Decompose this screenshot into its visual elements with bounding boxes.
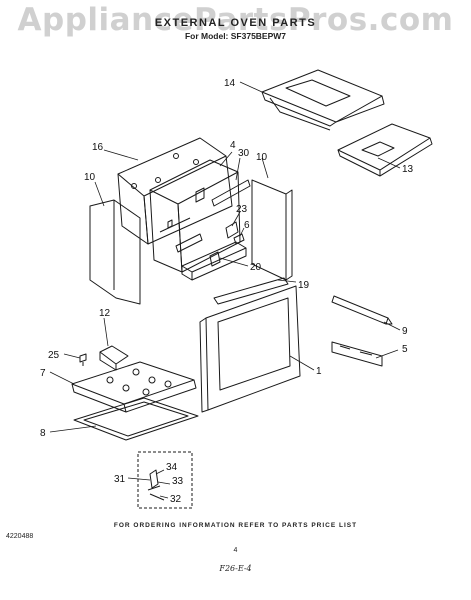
part-9-handle-strip <box>331 295 393 325</box>
model-line: For Model: SF375BEPW7 <box>184 31 287 41</box>
callout-12: 12 <box>99 308 111 319</box>
part-12-bracket <box>99 345 129 371</box>
part-16-rear-panel <box>117 137 233 245</box>
callout-1: 1 <box>316 366 322 377</box>
watermark: AppliancePartsPros.com <box>17 2 454 38</box>
part-31-igniter-kit <box>137 451 193 509</box>
document-number: 4220488 <box>6 533 34 540</box>
callout-34: 34 <box>166 462 178 473</box>
callout-30: 30 <box>238 148 250 159</box>
callout-23: 23 <box>236 204 248 215</box>
part-19-trim-strip <box>213 277 289 305</box>
part-25-screw <box>79 353 87 366</box>
callout-labels: 14 13 16 10 4 30 10 23 6 20 19 9 5 1 12 … <box>40 78 414 505</box>
ordering-note: FOR ORDERING INFORMATION REFER TO PARTS … <box>113 522 358 529</box>
part-10-right-side-panel <box>251 179 293 281</box>
part-13-lower-shield <box>337 123 433 177</box>
callout-33: 33 <box>172 476 184 487</box>
callout-9: 9 <box>402 326 408 337</box>
part-1-front-frame <box>199 285 301 413</box>
callout-19: 19 <box>298 280 310 291</box>
diagram-title: EXTERNAL OVEN PARTS <box>154 17 317 29</box>
callout-5: 5 <box>402 344 408 355</box>
callout-16: 16 <box>92 142 104 153</box>
callout-31: 31 <box>114 474 126 485</box>
callout-25: 25 <box>48 350 60 361</box>
part-5-hinge-bracket <box>331 341 383 367</box>
callout-32: 32 <box>170 494 182 505</box>
part-4-back-panel <box>149 159 241 273</box>
figure-reference: F26-E-4 <box>219 564 252 573</box>
part-30-bracket <box>211 179 251 207</box>
part-23-clip <box>225 221 239 239</box>
callout-20: 20 <box>250 262 262 273</box>
page-number: 4 <box>233 547 238 554</box>
part-20-channel <box>181 241 247 281</box>
callout-8: 8 <box>40 428 46 439</box>
callout-10-right: 10 <box>256 152 268 163</box>
callout-10-left: 10 <box>84 172 96 183</box>
part-10-left-side-panel <box>89 199 141 305</box>
callout-4: 4 <box>230 140 236 151</box>
callout-13: 13 <box>402 164 414 175</box>
callout-7: 7 <box>40 368 46 379</box>
part-8-bottom-liner <box>73 397 199 441</box>
callout-14: 14 <box>224 78 236 89</box>
part-14-top-shield <box>261 69 385 131</box>
leader-lines <box>49 81 401 499</box>
callout-6: 6 <box>244 220 250 231</box>
